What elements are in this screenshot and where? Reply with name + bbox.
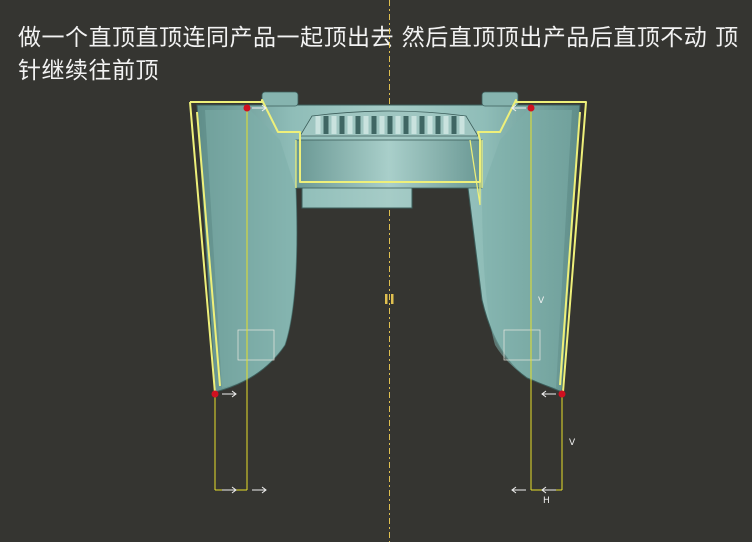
dome-rib [451,116,457,134]
left-inner-slot [237,329,275,361]
left-top-boss [261,91,299,107]
dome-rib [411,116,417,134]
arrow-icon [541,486,556,494]
right-wall-shade [482,110,572,388]
dome-rib [387,116,393,134]
dome-rib [379,116,385,134]
arrow-icon [511,486,526,494]
motion-arrows [222,104,556,494]
pin-marker-right-bottom [558,390,566,398]
pin-marker-left-top [243,104,251,112]
dome-rib [395,116,401,134]
arrow-icon [252,104,267,112]
dome-rib [331,116,337,134]
dome-rib [315,116,321,134]
dome-rib [427,116,433,134]
label-v-upper: V [538,296,545,306]
pin-marker-left-bottom [211,390,219,398]
arrow-icon [222,486,237,494]
dome-rib [371,116,377,134]
dome-rib [419,116,425,134]
arrow-icon [511,104,526,112]
pause-icon [385,294,394,304]
right-top-boss [481,91,519,107]
label-h: H [543,496,550,506]
pin-marker-right-top [527,104,535,112]
hub-outline [295,139,483,206]
dome-rib [459,116,465,134]
instruction-caption: 做一个直顶直顶连同产品一起顶出去 然后直顶顶出产品后直顶不动 顶针继续往前顶 [18,25,739,84]
dome-rib [435,116,441,134]
arrow-icon [541,390,556,398]
dome-rib [323,116,329,134]
dome-rib [363,116,369,134]
center-hub [295,139,483,189]
label-v-lower: V [569,438,576,448]
arrow-icon [222,390,237,398]
arrow-icon [252,486,267,494]
right-inner-slot [503,329,541,361]
left-wall-shade [205,110,297,388]
dome-rib [355,116,361,134]
dome-rib [443,116,449,134]
dome-rib [403,116,409,134]
dome-ribs [315,116,465,134]
dome-rib [347,116,353,134]
dome-rib [339,116,345,134]
